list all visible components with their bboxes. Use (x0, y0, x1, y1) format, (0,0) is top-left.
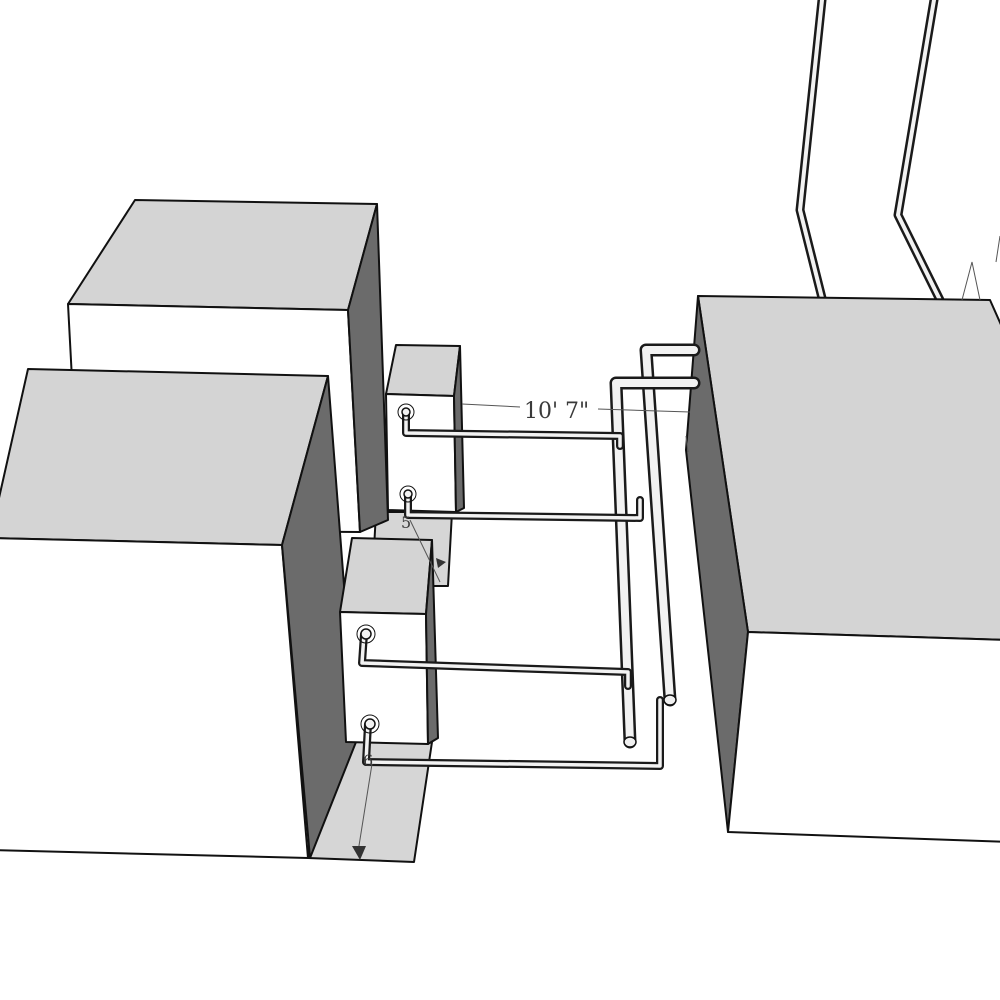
dimension-lower-arrow (352, 846, 366, 860)
tank-back-left-top (67, 199, 378, 311)
dimension-upper[interactable] (409, 519, 446, 583)
tank-right-front (727, 631, 1000, 843)
manifold-box-upper[interactable] (385, 344, 465, 513)
manifold-box-lower[interactable] (339, 537, 439, 745)
tank-front-left-top (0, 368, 329, 546)
branch-pipe-upper-2[interactable] (404, 490, 644, 522)
dimension-span[interactable] (461, 403, 691, 453)
manifold-lower-front (339, 611, 429, 745)
manifold-lower-top (339, 537, 433, 615)
branch-pipe-lower-2[interactable] (362, 696, 664, 770)
header-pipe-back-end (663, 694, 677, 706)
manifold-upper-side (453, 345, 465, 513)
axis-guide-right (961, 235, 1000, 301)
dimension-lower-label: 6 (363, 751, 373, 770)
distant-riser-pipes (795, 0, 945, 305)
header-pipe-back[interactable] (639, 343, 701, 707)
branch-pipe-upper-1[interactable] (402, 408, 624, 450)
tank-back-left-side (347, 203, 389, 533)
branch-pipe-lower-1[interactable] (358, 630, 632, 690)
dimension-lower[interactable] (352, 763, 373, 860)
tank-front-left[interactable] (0, 368, 357, 859)
dimension-upper-label: 5 (401, 513, 411, 532)
header-pipe-front[interactable] (609, 376, 701, 749)
manifold-lower-side (425, 539, 439, 745)
tank-right-top (697, 295, 1000, 641)
tank-right[interactable] (685, 295, 1000, 843)
dimension-span-label: 10' 7" (524, 399, 589, 424)
dimension-upper-arrow (436, 558, 446, 568)
port-collars (356, 403, 417, 734)
manifold-upper-front (385, 393, 457, 513)
tank-front-left-front (0, 537, 309, 859)
manifold-upper-top (385, 344, 461, 397)
header-pipe-front-end (623, 736, 637, 748)
